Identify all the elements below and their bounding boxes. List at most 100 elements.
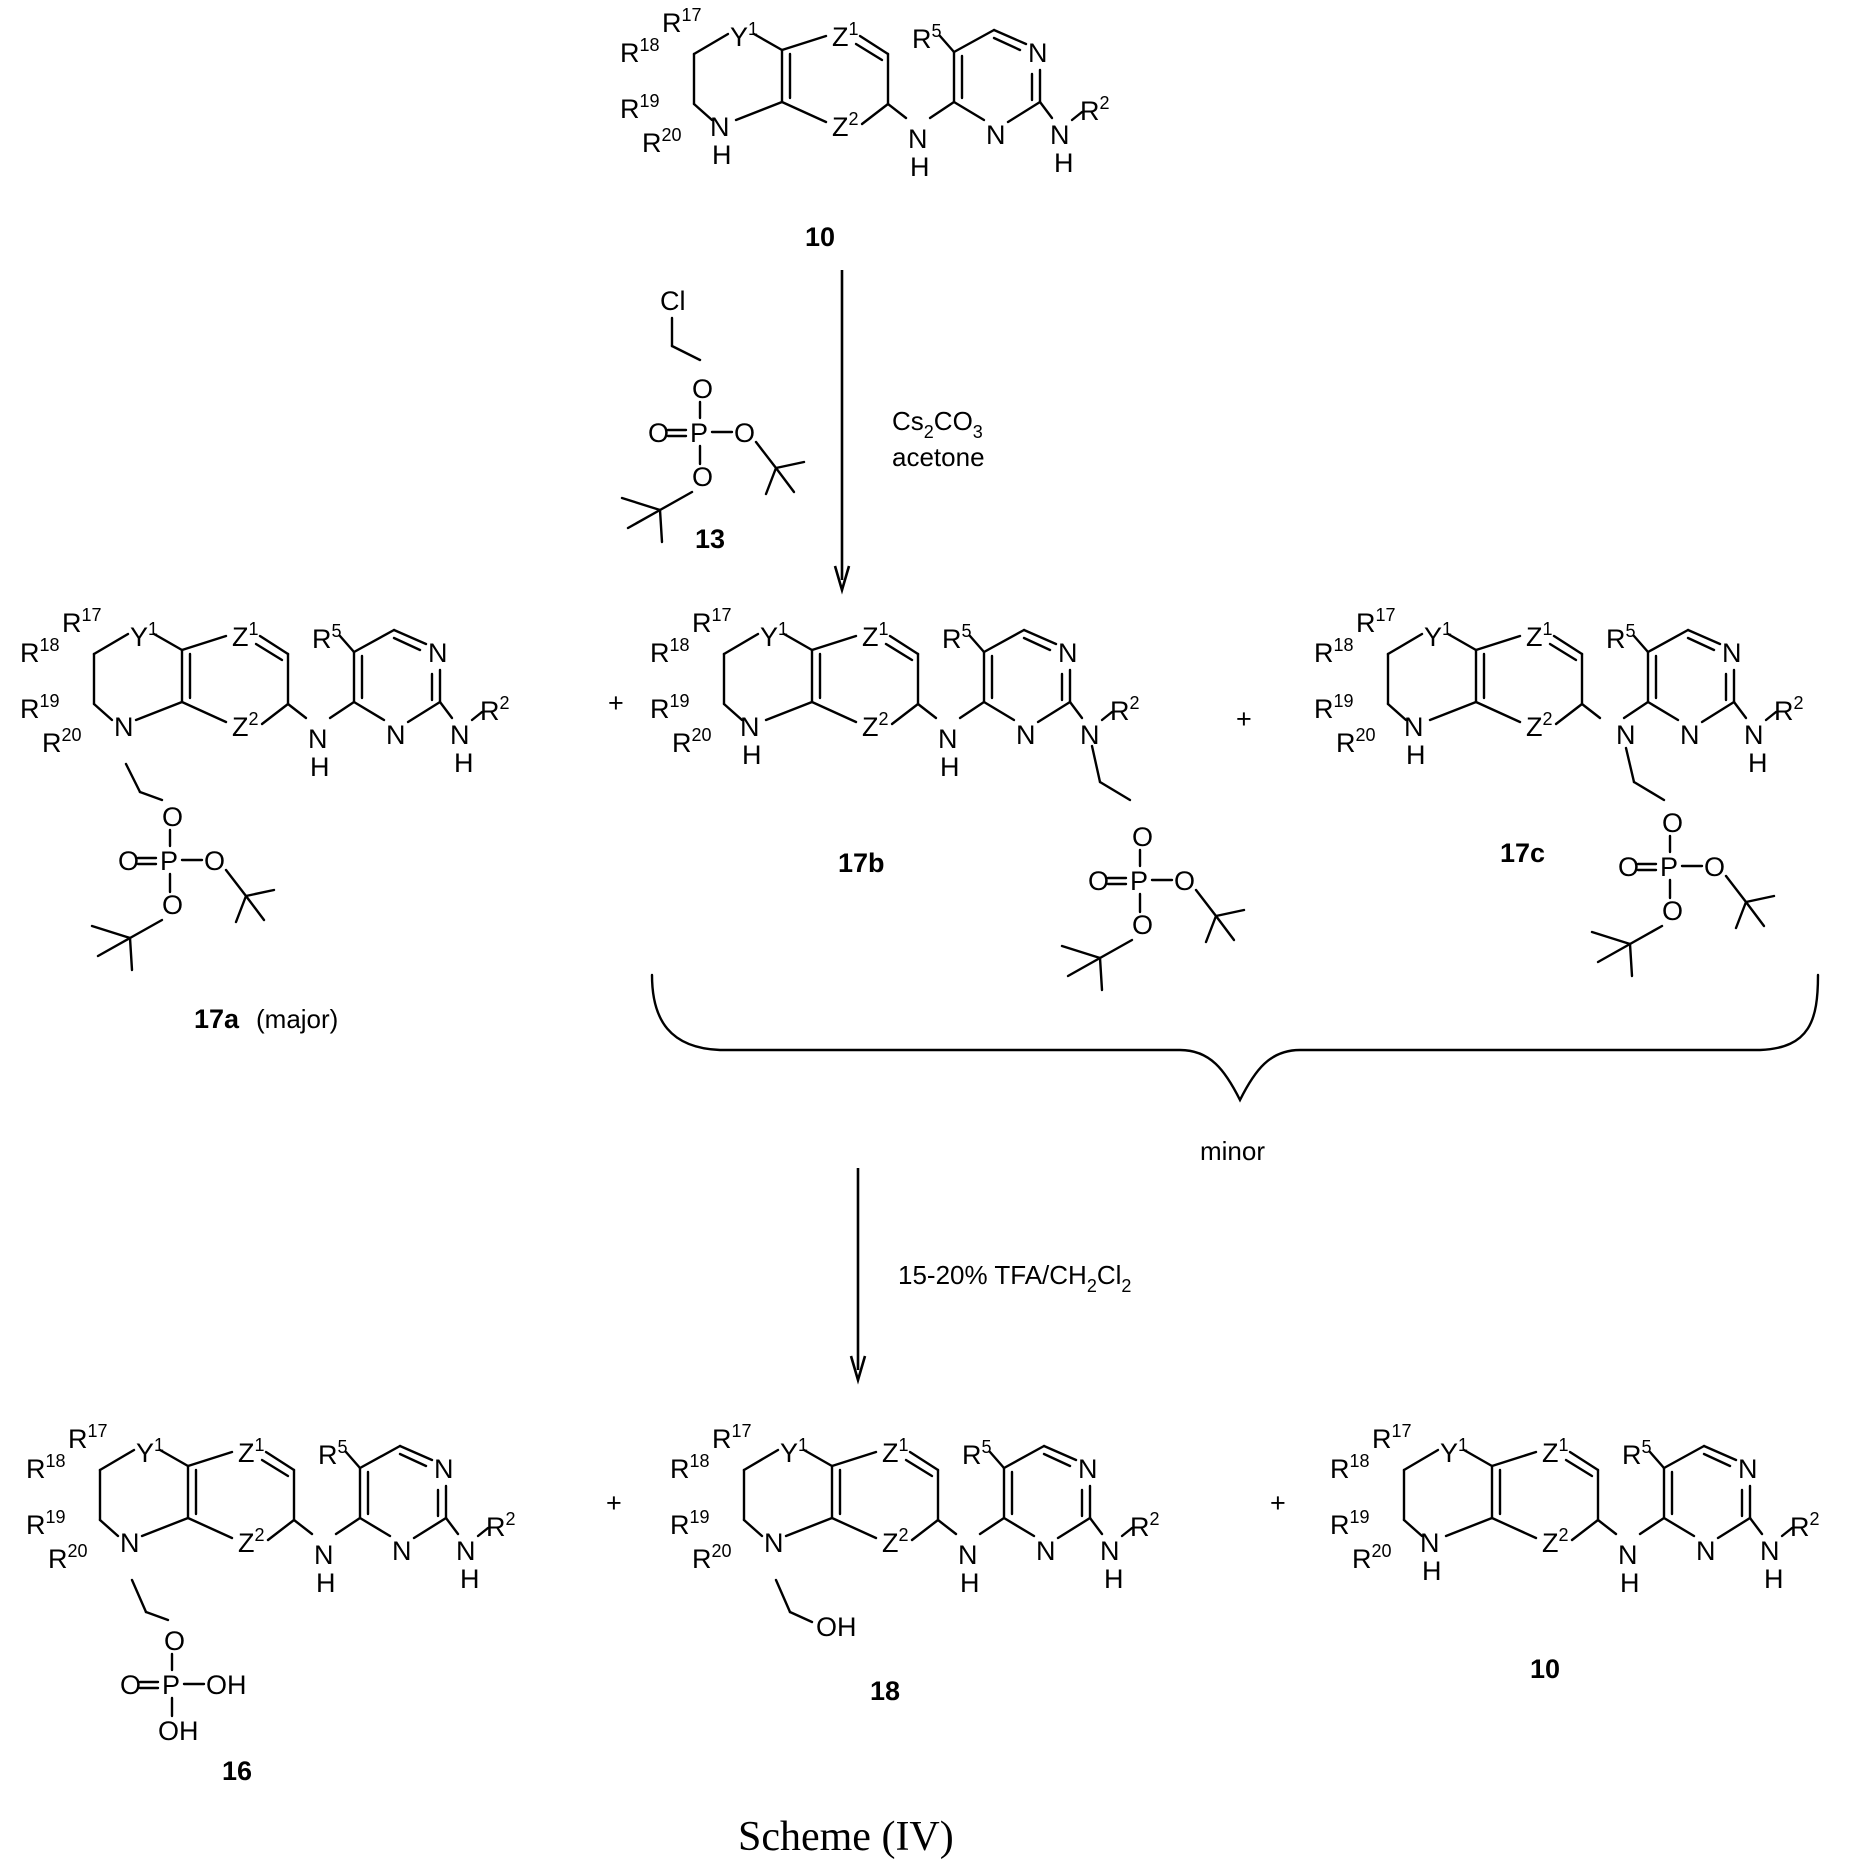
bond (776, 1580, 790, 1612)
amine-h: H (1104, 1564, 1124, 1594)
ring-n: N (1404, 712, 1424, 742)
bond (790, 1612, 812, 1622)
bond (94, 704, 112, 720)
bond (1058, 1518, 1090, 1538)
amine-h: H (1054, 148, 1074, 178)
phosphorus: P (160, 846, 178, 876)
anilino-h: H (316, 1568, 336, 1598)
bond (1630, 944, 1632, 976)
bond (1476, 702, 1520, 722)
bond (1038, 702, 1070, 722)
bond (1206, 916, 1216, 942)
bond (1746, 902, 1764, 926)
phosphorus: P (1660, 852, 1678, 882)
bond (288, 704, 306, 718)
anilino-h: H (1620, 1568, 1640, 1598)
ring-h: H (712, 140, 732, 170)
bond (188, 1518, 232, 1538)
bond (660, 492, 692, 510)
label-18: 18 (870, 1676, 900, 1706)
bond (1388, 634, 1422, 654)
oxygen: O (1618, 852, 1639, 882)
r2-label: R2 (1774, 693, 1804, 726)
bond (182, 702, 226, 722)
bond (130, 938, 132, 970)
oxygen: O (1704, 852, 1725, 882)
amine-n: N (1744, 720, 1764, 750)
oxygen: O (734, 418, 755, 448)
bond (132, 1580, 146, 1612)
bond (660, 510, 662, 542)
bond (1100, 958, 1102, 990)
anilino-n: N (1616, 720, 1636, 750)
bond (812, 636, 856, 650)
bond (1726, 876, 1746, 902)
r19-label: R19 (620, 91, 660, 124)
bond (832, 1518, 876, 1538)
r5-label: R5 (1622, 1437, 1652, 1470)
bond (754, 34, 782, 50)
bond (784, 634, 812, 650)
anilino-n: N (308, 724, 328, 754)
bond (146, 1612, 168, 1620)
r5-label: R5 (962, 1437, 992, 1470)
r5-label: R5 (942, 621, 972, 654)
oxygen: O (692, 374, 713, 404)
z1-label: Z1 (1542, 1435, 1569, 1468)
bond (1634, 636, 1648, 652)
bond (984, 630, 1024, 652)
label-17a-major: (major) (256, 1004, 338, 1034)
bond (940, 36, 954, 52)
compound-17a: R17R18R19R20Y1Z1Z2R5NNHNNNHR2POOOO (20, 605, 510, 970)
bond (100, 1450, 134, 1470)
amine-n: N (1080, 720, 1100, 750)
y1-label: Y1 (130, 619, 158, 652)
bond (1592, 932, 1630, 944)
bond (346, 1452, 360, 1468)
bond (130, 920, 162, 938)
amine-h: H (1764, 1564, 1784, 1594)
bond (360, 1518, 390, 1536)
bond (1090, 1518, 1102, 1534)
z1-label: Z1 (832, 19, 859, 52)
bond (744, 1450, 778, 1470)
anilino-h: H (310, 752, 330, 782)
bond (1024, 630, 1056, 644)
bond (776, 462, 804, 468)
bond (912, 1520, 938, 1540)
bond (1196, 890, 1216, 916)
bond (340, 636, 354, 652)
r17-label: R17 (1372, 1421, 1412, 1454)
phosphorus: P (162, 1670, 180, 1700)
r19-label: R19 (650, 691, 690, 724)
plus-sign: + (1236, 704, 1252, 734)
bond (266, 1452, 294, 1470)
r20-label: R20 (1336, 725, 1376, 758)
r20-label: R20 (692, 1541, 732, 1574)
compound-17c: R17R18R19R20Y1Z1Z2R5NHNNNNHR2POOOO (1314, 605, 1804, 976)
minor-products-brace (652, 975, 1818, 1100)
bond (354, 630, 394, 652)
oxygen: O (164, 1626, 185, 1656)
bond (414, 1518, 446, 1538)
bond (446, 1518, 458, 1534)
amine-n: N (1050, 120, 1070, 150)
condition-acid: 15-20% TFA/CH2Cl2 (898, 1260, 1131, 1296)
r2-label: R2 (480, 693, 510, 726)
bond (782, 36, 826, 50)
z2-label: Z2 (862, 709, 889, 742)
bond (918, 704, 936, 718)
z2-label: Z2 (1542, 1525, 1569, 1558)
pyrimidine-n: N (1036, 1536, 1056, 1566)
bond (1704, 1446, 1736, 1460)
bond (862, 104, 888, 124)
reaction-arrow-2 (851, 1168, 865, 1380)
r20-label: R20 (672, 725, 712, 758)
bond (804, 1450, 832, 1466)
bond (890, 636, 918, 654)
bond (1570, 1452, 1598, 1470)
bond (330, 702, 354, 718)
bond (1626, 748, 1634, 782)
bond (672, 346, 700, 360)
bond (394, 630, 426, 644)
